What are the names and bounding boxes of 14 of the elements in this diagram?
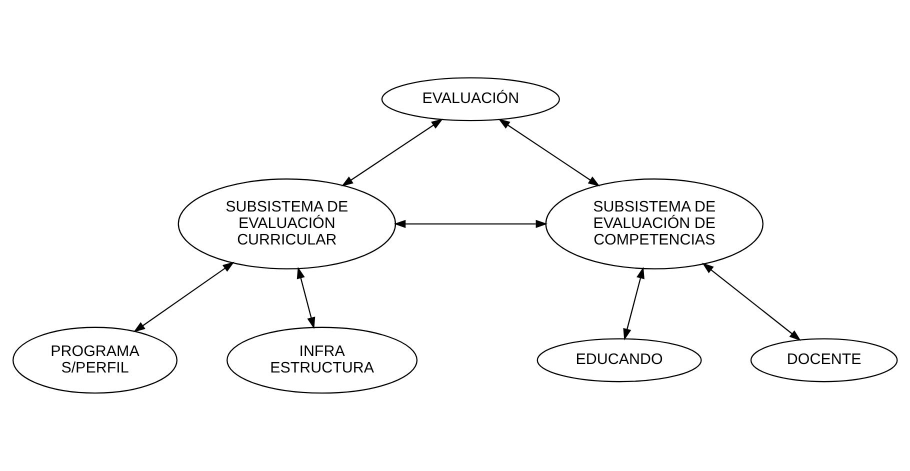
node-ellipse: INFRA ESTRUCTURA <box>226 326 418 394</box>
arrow <box>296 266 316 329</box>
arrow <box>498 118 600 186</box>
arrow <box>341 118 444 186</box>
arrow <box>394 220 548 228</box>
node-ellipse: SUBSISTEMA DE EVALUACIÓN CURRICULAR <box>178 178 396 270</box>
node-ellipse: PROGRAMA S/PERFIL <box>12 326 178 394</box>
node-ellipse: SUBSISTEMA DE EVALUACIÓN DE COMPETENCIAS <box>545 178 764 270</box>
arrow <box>623 266 644 340</box>
node-ellipse: EVALUACIÓN <box>381 77 560 122</box>
arrow <box>702 262 802 341</box>
node-ellipse: DOCENTE <box>750 338 898 382</box>
arrow <box>133 262 234 332</box>
node-ellipse: EDUCANDO <box>536 338 702 382</box>
